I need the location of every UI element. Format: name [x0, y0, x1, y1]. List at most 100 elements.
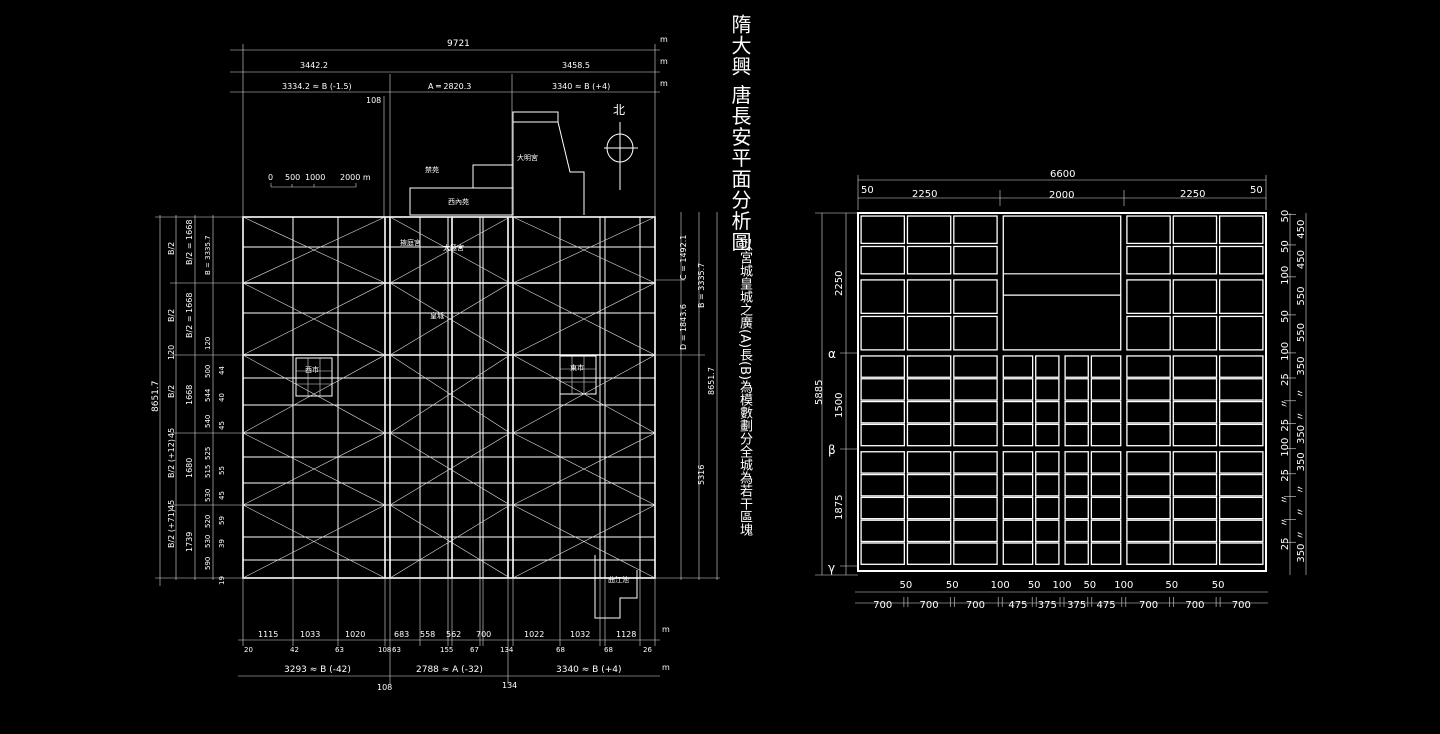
dim-block-height: 350: [1296, 357, 1307, 376]
dim-span: 1033: [300, 630, 320, 639]
right-plan: 6600 50 2250 2000 2250 50 5885 2250 1500…: [814, 169, 1307, 611]
module-diagonal: [512, 216, 656, 284]
ward-block: [860, 400, 906, 424]
dim-gap: 26: [643, 646, 652, 654]
ward-block: [906, 279, 952, 315]
module-diagonal: [389, 504, 511, 579]
marker-gamma: γ: [828, 561, 835, 575]
dim-label: B = 3335.7: [204, 235, 212, 275]
module-diagonal: [242, 354, 386, 434]
dim-label: 45: [167, 500, 176, 510]
ward-block: [1002, 215, 1122, 351]
module-diagonal: [242, 432, 386, 506]
ward-block: [860, 215, 906, 245]
ward-block: [1172, 279, 1218, 315]
ward-block: [1172, 423, 1218, 447]
ward-block: [1218, 542, 1264, 565]
dim-center: 2000: [1049, 190, 1074, 201]
module-diagonal: [512, 432, 656, 506]
dim-gap: 155: [440, 646, 453, 654]
dim-label: B/2: [167, 242, 176, 255]
dim-bottom-center: 2788 ≈ A (-32): [416, 665, 483, 675]
dim-south-part: 1875: [834, 495, 845, 520]
dim-road-width: 100: [1114, 580, 1133, 591]
dim-block-height: 550: [1296, 287, 1307, 306]
dim-road-width: 50: [1083, 580, 1096, 591]
module-diagonal: [389, 432, 511, 506]
ward-block: [860, 423, 906, 447]
dim-span: 1128: [616, 630, 636, 639]
unit-label: m: [660, 35, 668, 44]
dim-label: 120: [204, 337, 212, 350]
dim-total-height: 5885: [814, 380, 825, 405]
dim-label: 500: [204, 365, 212, 378]
ward-block: [1090, 400, 1122, 424]
module-diagonal: [242, 282, 386, 356]
city-outline: [857, 212, 1267, 572]
dim-label: B/2: [167, 309, 176, 322]
place-dongshi: 東市: [570, 363, 584, 372]
dim-block-width: 375: [1067, 600, 1086, 611]
ward-block: [1035, 519, 1060, 543]
place-xishi: 西市: [305, 365, 319, 374]
ward-block: [1090, 496, 1122, 520]
module-diagonal: [242, 216, 386, 284]
dim-total-width: 9721: [447, 39, 470, 49]
ward-block: [860, 542, 906, 565]
dim-block-height: 350: [1296, 425, 1307, 444]
dim-gap: 68: [556, 646, 565, 654]
ward-block: [1090, 519, 1122, 543]
dim-block-width: 700: [873, 600, 892, 611]
dim-w1: 3334.2 ≈ B (-1.5): [282, 82, 352, 91]
scale-label: 0: [268, 173, 273, 182]
place-jinyuan: 禁苑: [425, 165, 439, 174]
dim-block-height: 〃: [1296, 411, 1307, 421]
ward-block: [1218, 519, 1264, 543]
dim-block-width: 700: [1185, 600, 1204, 611]
dim-block-height: 450: [1296, 220, 1307, 239]
ward-block: [1002, 519, 1034, 543]
dim-gap: 63: [335, 646, 344, 654]
ward-block: [1064, 473, 1089, 497]
ward-block: [1002, 451, 1034, 474]
dim-label: 44: [218, 366, 226, 375]
place-taiji: 太極宮: [443, 243, 464, 252]
dim-block-height: 550: [1296, 323, 1307, 342]
dim-margin: 50: [1250, 185, 1263, 196]
ward-block: [906, 355, 952, 378]
scale-label: 500: [285, 173, 300, 182]
ward-block: [1126, 400, 1171, 424]
dim-block-width: 475: [1096, 600, 1115, 611]
ward-block: [953, 245, 998, 275]
dim-north-part: 2250: [834, 271, 845, 296]
ward-block: [860, 245, 906, 275]
ward-block: [860, 451, 906, 474]
dim-west: 2250: [912, 189, 937, 200]
dim-east: 3458.5: [562, 61, 590, 70]
ward-block: [1218, 355, 1264, 378]
ward-block: [1064, 542, 1089, 565]
dim-w3: 3340 ≈ B (+4): [552, 82, 610, 91]
ward-block: [953, 355, 998, 378]
ward-block: [1002, 542, 1034, 565]
dim-gap: 108: [366, 96, 381, 105]
ward-block: [906, 473, 952, 497]
dim-label: 544: [204, 388, 212, 402]
dim-label: B/2 = 1668: [185, 293, 194, 338]
dim-bottom-east: 3340 ≈ B (+4): [556, 665, 622, 675]
dim-block-height: 〃: [1296, 530, 1307, 540]
ward-block: [1218, 423, 1264, 447]
dim-label: 59: [218, 516, 226, 525]
ward-block: [1035, 378, 1060, 401]
dim-road-width: 25: [1280, 537, 1291, 550]
dim-label: 515: [204, 465, 212, 478]
dim-block-width: 700: [920, 600, 939, 611]
ward-block: [1090, 378, 1122, 401]
dim-label: 520: [204, 515, 212, 528]
dim-block-width: 475: [1008, 600, 1027, 611]
ward-block: [906, 542, 952, 565]
dim-span: 558: [420, 630, 435, 639]
dim-label: B/2 = 1668: [185, 220, 194, 265]
dim-road-width: 25: [1280, 469, 1291, 482]
ward-block: [906, 400, 952, 424]
